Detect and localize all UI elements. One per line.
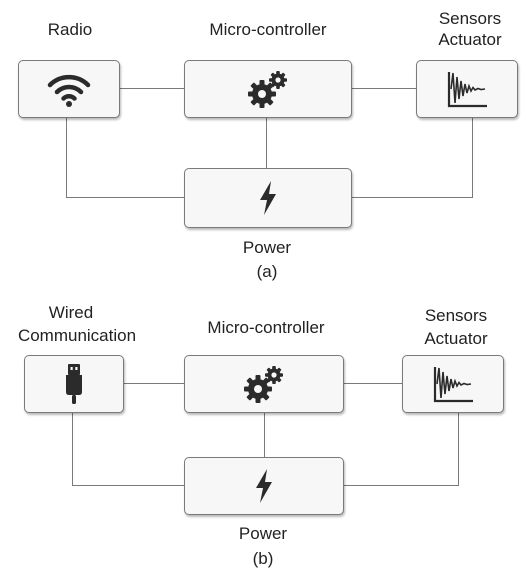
usb-plug-icon bbox=[66, 364, 82, 404]
wire-radio-mcu bbox=[118, 88, 185, 89]
microcontroller-box-b bbox=[184, 355, 344, 413]
waveform-icon bbox=[433, 367, 473, 403]
sensors-label: Sensors bbox=[438, 9, 502, 28]
wire-radio-down bbox=[66, 117, 67, 197]
wire-wired-power bbox=[72, 485, 184, 486]
communication-label: Communication bbox=[17, 326, 137, 345]
wire-mcu-power bbox=[266, 117, 267, 168]
wire-wired-mcu bbox=[122, 383, 184, 384]
wire-mcu-sensors bbox=[350, 88, 416, 89]
waveform-icon bbox=[447, 72, 487, 108]
wired-label: Wired bbox=[48, 303, 94, 322]
wire-wired-down bbox=[72, 412, 73, 485]
lightning-bolt-icon bbox=[256, 469, 272, 503]
wire-sensors-down-b bbox=[458, 412, 459, 485]
power-label-b: Power bbox=[238, 524, 288, 543]
microcontroller-box bbox=[184, 60, 352, 118]
microcontroller-label-b: Micro-controller bbox=[207, 318, 325, 337]
sensors-actuator-box bbox=[416, 60, 518, 118]
gears-icon bbox=[244, 366, 283, 403]
wifi-icon bbox=[47, 74, 91, 107]
power-box-b bbox=[184, 457, 344, 515]
actuator-label-b: Actuator bbox=[424, 329, 488, 348]
wire-radio-power bbox=[66, 197, 184, 198]
caption-b: (b) bbox=[252, 549, 274, 568]
power-box bbox=[184, 168, 352, 228]
wire-sensors-power bbox=[350, 197, 473, 198]
sensors-label-b: Sensors bbox=[424, 306, 488, 325]
wire-sensors-power-b bbox=[342, 485, 459, 486]
microcontroller-label: Micro-controller bbox=[209, 20, 327, 39]
caption-a: (a) bbox=[256, 262, 278, 281]
lightning-bolt-icon bbox=[260, 181, 276, 215]
wire-mcu-power-b bbox=[264, 412, 265, 457]
sensors-actuator-box-b bbox=[402, 355, 504, 413]
wire-sensors-down bbox=[472, 117, 473, 197]
wire-mcu-sensors-b bbox=[342, 383, 402, 384]
radio-box bbox=[18, 60, 120, 118]
actuator-label: Actuator bbox=[438, 30, 502, 49]
wired-communication-box bbox=[24, 355, 124, 413]
power-label: Power bbox=[242, 238, 292, 257]
radio-label: Radio bbox=[47, 20, 93, 39]
gears-icon bbox=[248, 71, 287, 108]
